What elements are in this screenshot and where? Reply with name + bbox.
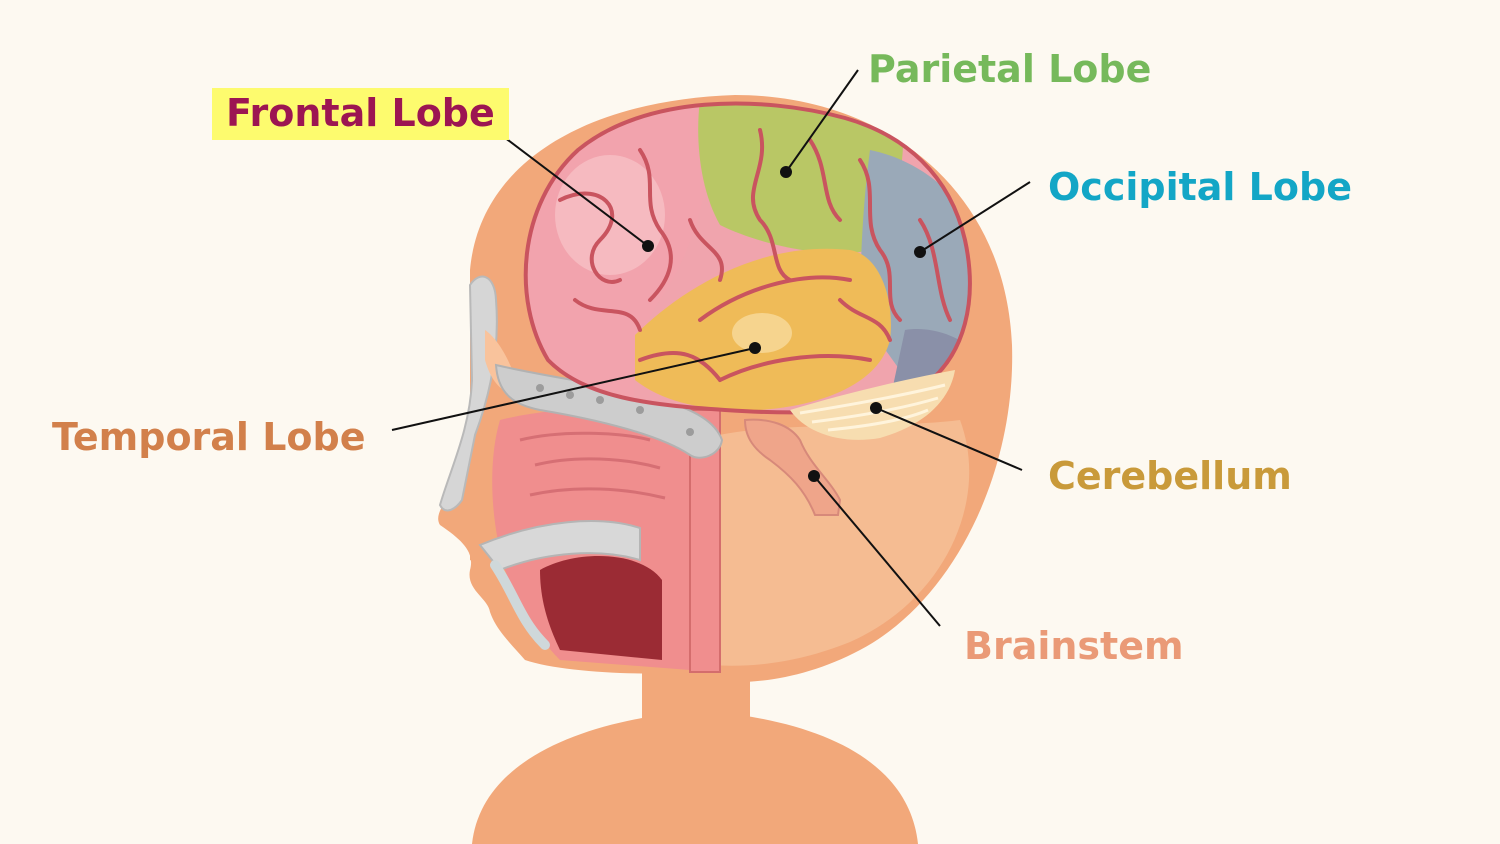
frontal-marker-dot	[642, 240, 654, 252]
occipital-marker-dot	[914, 246, 926, 258]
cerebellum-marker-dot	[870, 402, 882, 414]
cerebellum-label: Cerebellum	[1048, 454, 1292, 498]
brainstem-label: Brainstem	[964, 624, 1184, 668]
brainstem-leader-line	[813, 475, 941, 627]
parietal-marker-dot	[780, 166, 792, 178]
frontal-leader-line	[499, 133, 649, 247]
cerebellum-leader-line	[875, 407, 1023, 471]
temporal-marker-dot	[749, 342, 761, 354]
brainstem-marker-dot	[808, 470, 820, 482]
parietal-leader-line	[785, 69, 859, 173]
frontal-lobe-label: Frontal Lobe	[212, 88, 509, 140]
temporal-leader-line	[391, 347, 756, 431]
marker-dots	[642, 166, 926, 482]
brain	[523, 101, 972, 415]
occipital-leader-line	[919, 181, 1031, 253]
temporal-lobe-label: Temporal Lobe	[52, 415, 366, 459]
nasal-oral-cavity	[478, 408, 721, 673]
leader-lines	[391, 69, 1031, 627]
brainstem-shape	[743, 418, 842, 516]
brain-folds	[523, 101, 972, 415]
parietal-region	[698, 103, 904, 254]
parietal-lobe-label: Parietal Lobe	[868, 47, 1152, 91]
occipital-lobe-label: Occipital Lobe	[1048, 165, 1352, 209]
